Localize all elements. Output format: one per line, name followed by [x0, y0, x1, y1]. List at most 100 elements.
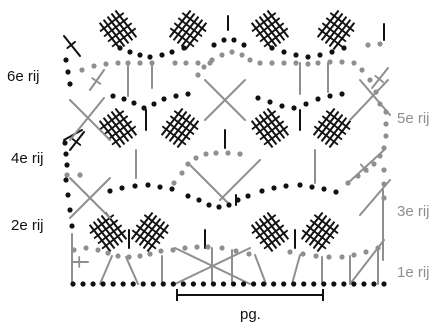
stitch-bar: [325, 110, 351, 131]
shell-group-left: [98, 9, 138, 51]
chain-stitch: [107, 188, 113, 194]
chain-stitch: [339, 91, 345, 97]
chain-stitch: [281, 281, 287, 287]
chain-stitch: [183, 60, 189, 66]
stitch-bar: [263, 229, 289, 250]
double-treble-stitch: [184, 22, 208, 51]
chain-stitch: [91, 63, 97, 69]
chain-stitch: [371, 281, 377, 287]
chain-stitch: [62, 140, 68, 146]
chain-stitch: [194, 244, 200, 250]
chain-stitch: [361, 281, 367, 287]
stitch-bar: [317, 120, 343, 141]
double-treble-stitch: [110, 110, 134, 139]
chain-stitch: [301, 281, 307, 287]
chain-stitch: [381, 167, 387, 173]
chain-stitch: [231, 37, 237, 43]
double-treble-stitch: [180, 19, 204, 48]
chain-stitch: [137, 52, 143, 58]
chain-stitch: [326, 254, 332, 260]
stitch-bar: [93, 219, 119, 240]
chain-stitch: [185, 161, 191, 167]
chain-stitch: [221, 37, 227, 43]
chain-stitch: [172, 60, 178, 66]
treble-stitch: [63, 35, 81, 57]
stitch-bar: [139, 219, 165, 240]
chain-stitch: [309, 184, 315, 190]
double-treble-stitch: [308, 217, 332, 247]
chain-stitch: [363, 167, 369, 173]
chain-stitch: [257, 60, 263, 66]
stitch-bar: [181, 12, 207, 33]
chain-stitch: [271, 185, 277, 191]
chain-stitch: [241, 42, 247, 48]
double-treble-stitch: [250, 224, 274, 253]
double-treble-stitch: [324, 15, 348, 45]
double-treble-stitch: [320, 113, 344, 143]
chain-stitch: [170, 247, 176, 253]
stitch-bar: [165, 120, 191, 141]
stitch-line: [69, 99, 111, 141]
chain-stitch: [110, 93, 116, 99]
chain-stitch: [351, 252, 357, 258]
double-treble-stitch: [172, 117, 196, 146]
chain-stitch: [150, 281, 156, 287]
stitch-bar: [66, 40, 77, 50]
stitch-bar: [251, 12, 277, 33]
chain-stitch: [70, 281, 76, 287]
stitch-bar: [263, 27, 289, 48]
chain-stitch: [269, 60, 275, 66]
double-treble-stitch: [316, 110, 340, 139]
chain-stitch: [216, 204, 222, 210]
chain-stitch: [220, 281, 227, 287]
double-treble-stitch: [254, 221, 278, 250]
shell-group-left: [250, 9, 290, 51]
chain-stitch: [315, 96, 321, 102]
stitch-bar: [305, 224, 331, 245]
chain-stitch: [171, 180, 177, 186]
chain-stitch: [341, 281, 347, 287]
double-treble-stitch: [262, 214, 286, 243]
chain-stitch: [145, 182, 151, 188]
chain-stitch: [147, 54, 153, 60]
double-treble-stitch: [168, 9, 192, 38]
double-treble-stitch: [114, 107, 138, 136]
chain-stitch: [137, 60, 143, 66]
chain-stitch: [137, 253, 143, 259]
stitch-bar: [321, 115, 347, 136]
chain-stitch: [237, 151, 243, 157]
shell-group-left: [250, 211, 290, 253]
chain-stitch: [271, 281, 277, 287]
double-treble-stitch: [262, 110, 286, 139]
stitch-bar: [321, 22, 347, 43]
double-treble-stitch: [254, 117, 278, 146]
stitch-line: [69, 97, 105, 141]
chain-stitch: [126, 254, 132, 260]
double-treble-stitch: [328, 120, 352, 149]
chain-stitch: [255, 95, 261, 101]
double-treble-stitch: [102, 117, 126, 146]
stitch-line: [349, 79, 389, 121]
double-treble-stitch: [300, 211, 324, 240]
double-treble-stitch: [168, 113, 192, 143]
chain-stitch: [345, 180, 351, 186]
stitch-bar: [259, 22, 285, 43]
chain-stitch: [69, 223, 75, 229]
chain-stitch: [170, 281, 176, 287]
chain-stitch: [151, 101, 157, 107]
double-treble-stitch: [250, 120, 274, 149]
stitch-line: [69, 177, 111, 219]
chain-stitch: [297, 182, 303, 188]
stitch-bar: [111, 125, 137, 146]
double-treble-stitch: [100, 214, 124, 243]
treble-stitch: [69, 131, 85, 151]
chain-stitch: [195, 60, 201, 66]
shell-group-right: [160, 107, 200, 149]
chain-stitch: [115, 253, 121, 259]
stitch-bar: [325, 17, 351, 38]
shell-group-right: [316, 9, 356, 51]
chain-stitch: [200, 281, 207, 287]
double-treble-stitch: [266, 9, 290, 38]
row-label-5: 5e rij: [397, 110, 430, 127]
chain-stitch: [149, 60, 155, 66]
